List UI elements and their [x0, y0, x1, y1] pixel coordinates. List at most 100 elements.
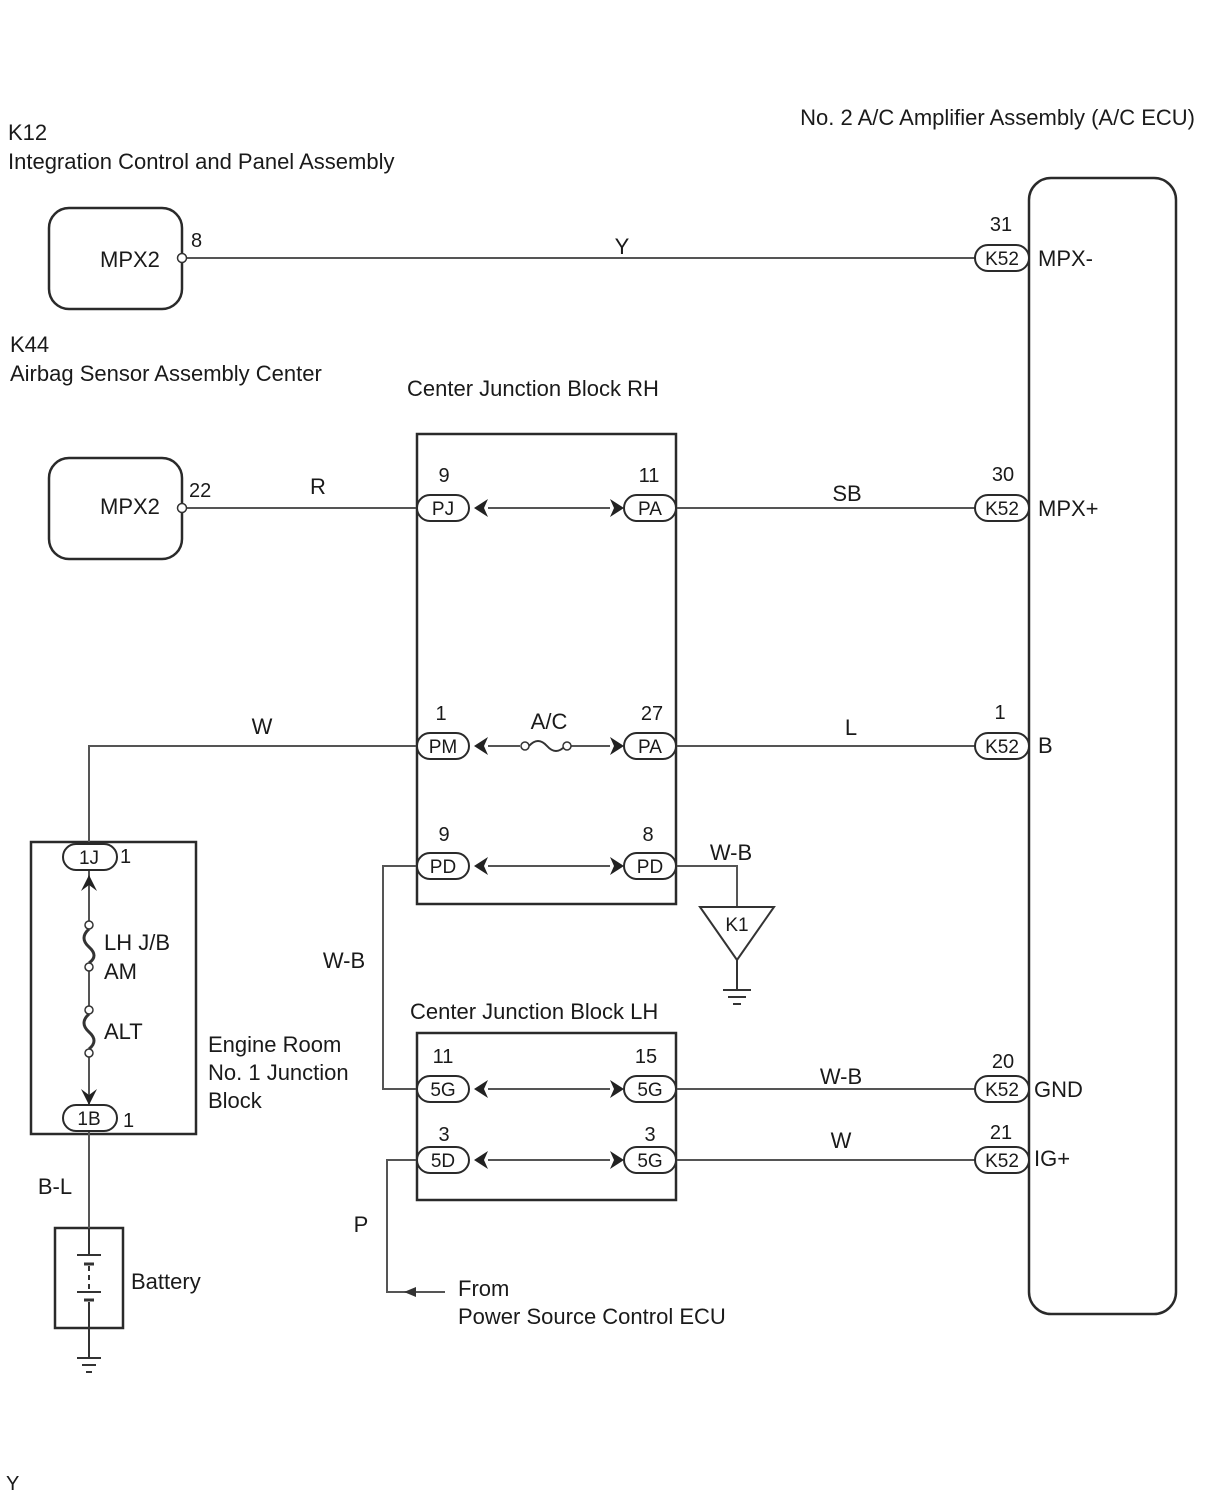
conn-k52-d: K52: [985, 1080, 1019, 1101]
conn-pa2: PA: [638, 737, 662, 758]
conn-pm: PM: [429, 737, 458, 758]
terminal-gnd: GND: [1034, 1077, 1083, 1102]
pill-k52-b: [974, 494, 1030, 522]
k12-code: K12: [8, 120, 47, 145]
pill-pj: [416, 494, 470, 522]
pin-lh-5d: 3: [438, 1124, 449, 1146]
pin-amp-20: 20: [992, 1051, 1014, 1073]
conn-5d: 5D: [431, 1151, 455, 1172]
pin-lh-5g1: 11: [433, 1046, 454, 1068]
pill-5d: [416, 1146, 470, 1174]
wire-w-top-label: W: [252, 714, 273, 739]
pill-k52-a: [974, 244, 1030, 272]
pill-k52-c: [974, 732, 1030, 760]
cjb-lh-title: Center Junction Block LH: [410, 999, 658, 1024]
conn-pa1: PA: [638, 499, 662, 520]
pin-lh-5g2: 15: [635, 1046, 657, 1068]
wire-wb-left: [382, 865, 417, 1090]
engine-jb-arrow-top: [81, 875, 97, 891]
junction-arrows: [474, 499, 624, 1169]
pill-pd2: [623, 852, 677, 880]
conn-5g1: 5G: [430, 1080, 455, 1101]
wire-l-label: L: [845, 715, 857, 740]
arrow-from-ecu: [404, 1287, 416, 1297]
k44-code: K44: [10, 332, 49, 357]
cjb-rh-box: [415, 432, 678, 906]
wire-sb-label: SB: [832, 481, 861, 506]
k12-name: Integration Control and Panel Assembly: [8, 149, 394, 174]
pin-rh-pd2: 8: [642, 824, 653, 846]
pin-jb-1b: 1: [123, 1110, 134, 1132]
wire-wb-right-label: W-B: [710, 840, 752, 865]
engine-jb-line2: No. 1 Junction: [208, 1060, 349, 1085]
battery-ground-icon: [77, 1357, 101, 1373]
lhjb-fuse-symbol: [82, 920, 96, 972]
fuse-lhjb-line2: AM: [104, 959, 137, 984]
cjb-lh-box: [415, 1031, 678, 1202]
conn-k52-c: K52: [985, 737, 1019, 758]
from-line1: From: [458, 1276, 509, 1301]
pin-rh-pm: 1: [435, 703, 446, 725]
amp-name: No. 2 A/C Amplifier Assembly (A/C ECU): [800, 105, 1195, 130]
conn-5g2: 5G: [637, 1080, 662, 1101]
engine-jb-line3: Block: [208, 1088, 263, 1113]
from-line2: Power Source Control ECU: [458, 1304, 726, 1329]
pill-pd1: [416, 852, 470, 880]
fuse-lhjb-line1: LH J/B: [104, 930, 170, 955]
wire-w-top: [88, 745, 417, 842]
pill-k52-d: [974, 1075, 1030, 1103]
fuse-alt-label: ALT: [104, 1019, 143, 1044]
pin-amp-31: 31: [990, 214, 1012, 236]
conn-1j: 1J: [79, 848, 99, 869]
wire-wb-lh-label: W-B: [820, 1064, 862, 1089]
pill-1j: [62, 843, 118, 871]
engine-jb-box: [29, 840, 198, 1136]
pin-rh-pa2: 27: [641, 703, 663, 725]
pill-pa2: [623, 732, 677, 760]
ac-fuse-symbol: [520, 740, 572, 752]
pill-5g2: [623, 1075, 677, 1103]
terminal-mpx-plus: MPX+: [1038, 496, 1099, 521]
terminal-b: B: [1038, 733, 1053, 758]
k1-ground-label: K1: [725, 915, 748, 936]
pin-amp-21: 21: [990, 1122, 1012, 1144]
cjb-rh-title: Center Junction Block RH: [407, 376, 659, 401]
pin-k12: 8: [191, 230, 202, 252]
pin-rh-pa1: 11: [639, 465, 660, 487]
terminal-mpx-minus: MPX-: [1038, 246, 1093, 271]
pin-lh-5g3: 3: [644, 1124, 655, 1146]
wire-bl-label: B-L: [38, 1174, 72, 1199]
wire-y-label: Y: [615, 234, 630, 259]
engine-jb-line1: Engine Room: [208, 1032, 341, 1057]
terminal-ig-plus: IG+: [1034, 1146, 1070, 1171]
fuse-ac-label: A/C: [531, 709, 568, 734]
alt-fuse-symbol: [82, 1005, 96, 1058]
k44-pin-dot: [176, 502, 188, 514]
pin-k44: 22: [189, 480, 211, 502]
pill-5g3: [623, 1146, 677, 1174]
conn-pd1: PD: [430, 857, 456, 878]
pill-pm: [416, 732, 470, 760]
pin-rh-pj: 9: [438, 465, 449, 487]
k44-name: Airbag Sensor Assembly Center: [10, 361, 322, 386]
conn-pd2: PD: [637, 857, 663, 878]
k12-pin-dot: [176, 252, 188, 264]
wire-p-label: P: [354, 1212, 369, 1237]
engine-jb-arrow-bottom: [81, 1089, 97, 1105]
pin-rh-pd1: 9: [438, 824, 449, 846]
k12-terminal: MPX2: [100, 247, 160, 272]
pin-amp-1: 1: [994, 702, 1005, 724]
conn-k52-e: K52: [985, 1151, 1019, 1172]
k44-terminal: MPX2: [100, 494, 160, 519]
k1-ground-icon: [698, 906, 776, 1005]
pill-k52-e: [974, 1146, 1030, 1174]
conn-5g3: 5G: [637, 1151, 662, 1172]
pin-jb-1j: 1: [120, 846, 131, 868]
conn-k52-a: K52: [985, 249, 1019, 270]
wire-wb-ground: [676, 865, 738, 907]
pill-5g1: [416, 1075, 470, 1103]
conn-k52-b: K52: [985, 499, 1019, 520]
conn-1b: 1B: [77, 1109, 100, 1130]
pill-pa1: [623, 494, 677, 522]
